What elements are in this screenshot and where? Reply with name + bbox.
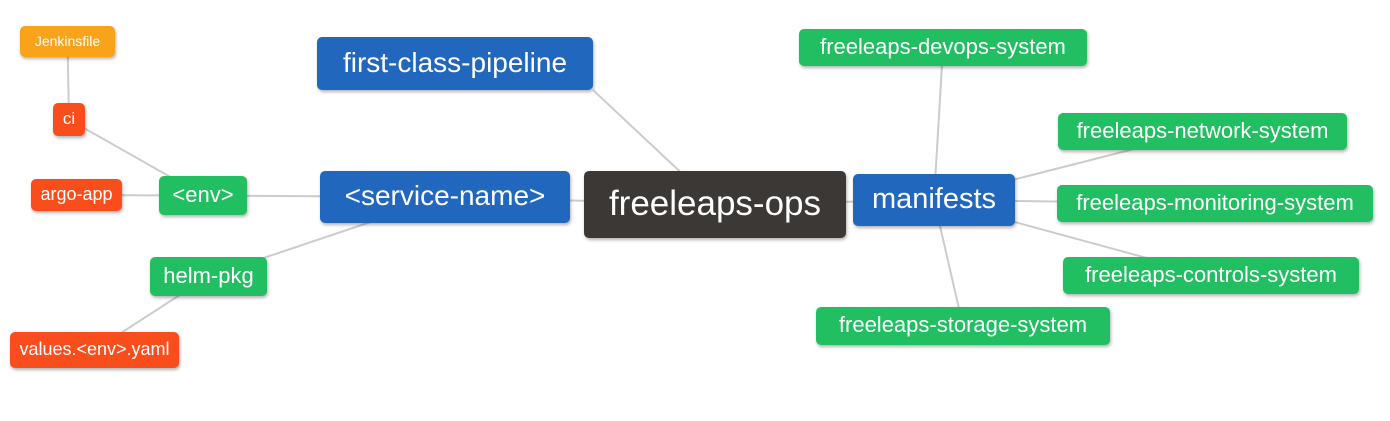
node-label: freeleaps-network-system (1076, 117, 1329, 143)
node-label: freeleaps-monitoring-system (1076, 189, 1354, 215)
node-label: argo-app (40, 184, 113, 204)
node-freeleaps-network-system[interactable]: freeleaps-network-system (1058, 113, 1347, 150)
node-freeleaps-devops-system[interactable]: freeleaps-devops-system (799, 29, 1087, 66)
node-helm-pkg[interactable]: helm-pkg (150, 257, 267, 296)
node-label: freeleaps-controls-system (1085, 261, 1337, 287)
node-freeleaps-ops[interactable]: freeleaps-ops (584, 171, 846, 238)
node-label: ci (62, 109, 76, 128)
node-label: <service-name> (344, 180, 546, 211)
node-argo-app[interactable]: argo-app (31, 179, 122, 211)
node-first-class-pipeline[interactable]: first-class-pipeline (317, 37, 593, 90)
node-label: freeleaps-ops (608, 184, 822, 223)
node-label: values.<env>.yaml (19, 339, 170, 359)
node-label: freeleaps-storage-system (838, 312, 1088, 337)
node-freeleaps-monitoring-system[interactable]: freeleaps-monitoring-system (1057, 185, 1373, 222)
node-jenkinsfile[interactable]: Jenkinsfile (20, 26, 115, 57)
node-ci[interactable]: ci (53, 103, 85, 136)
node-label: <env> (172, 181, 234, 207)
node-env[interactable]: <env> (159, 176, 247, 215)
node-service-name[interactable]: <service-name> (320, 171, 570, 223)
node-label: Jenkinsfile (34, 32, 101, 49)
node-label: first-class-pipeline (342, 46, 568, 78)
node-freeleaps-controls-system[interactable]: freeleaps-controls-system (1063, 257, 1359, 294)
node-freeleaps-storage-system[interactable]: freeleaps-storage-system (816, 307, 1110, 345)
node-manifests[interactable]: manifests (853, 174, 1015, 226)
node-label: freeleaps-devops-system (820, 33, 1066, 59)
node-values-env-yaml[interactable]: values.<env>.yaml (10, 332, 179, 368)
node-label: manifests (871, 182, 997, 215)
node-label: helm-pkg (163, 262, 254, 288)
